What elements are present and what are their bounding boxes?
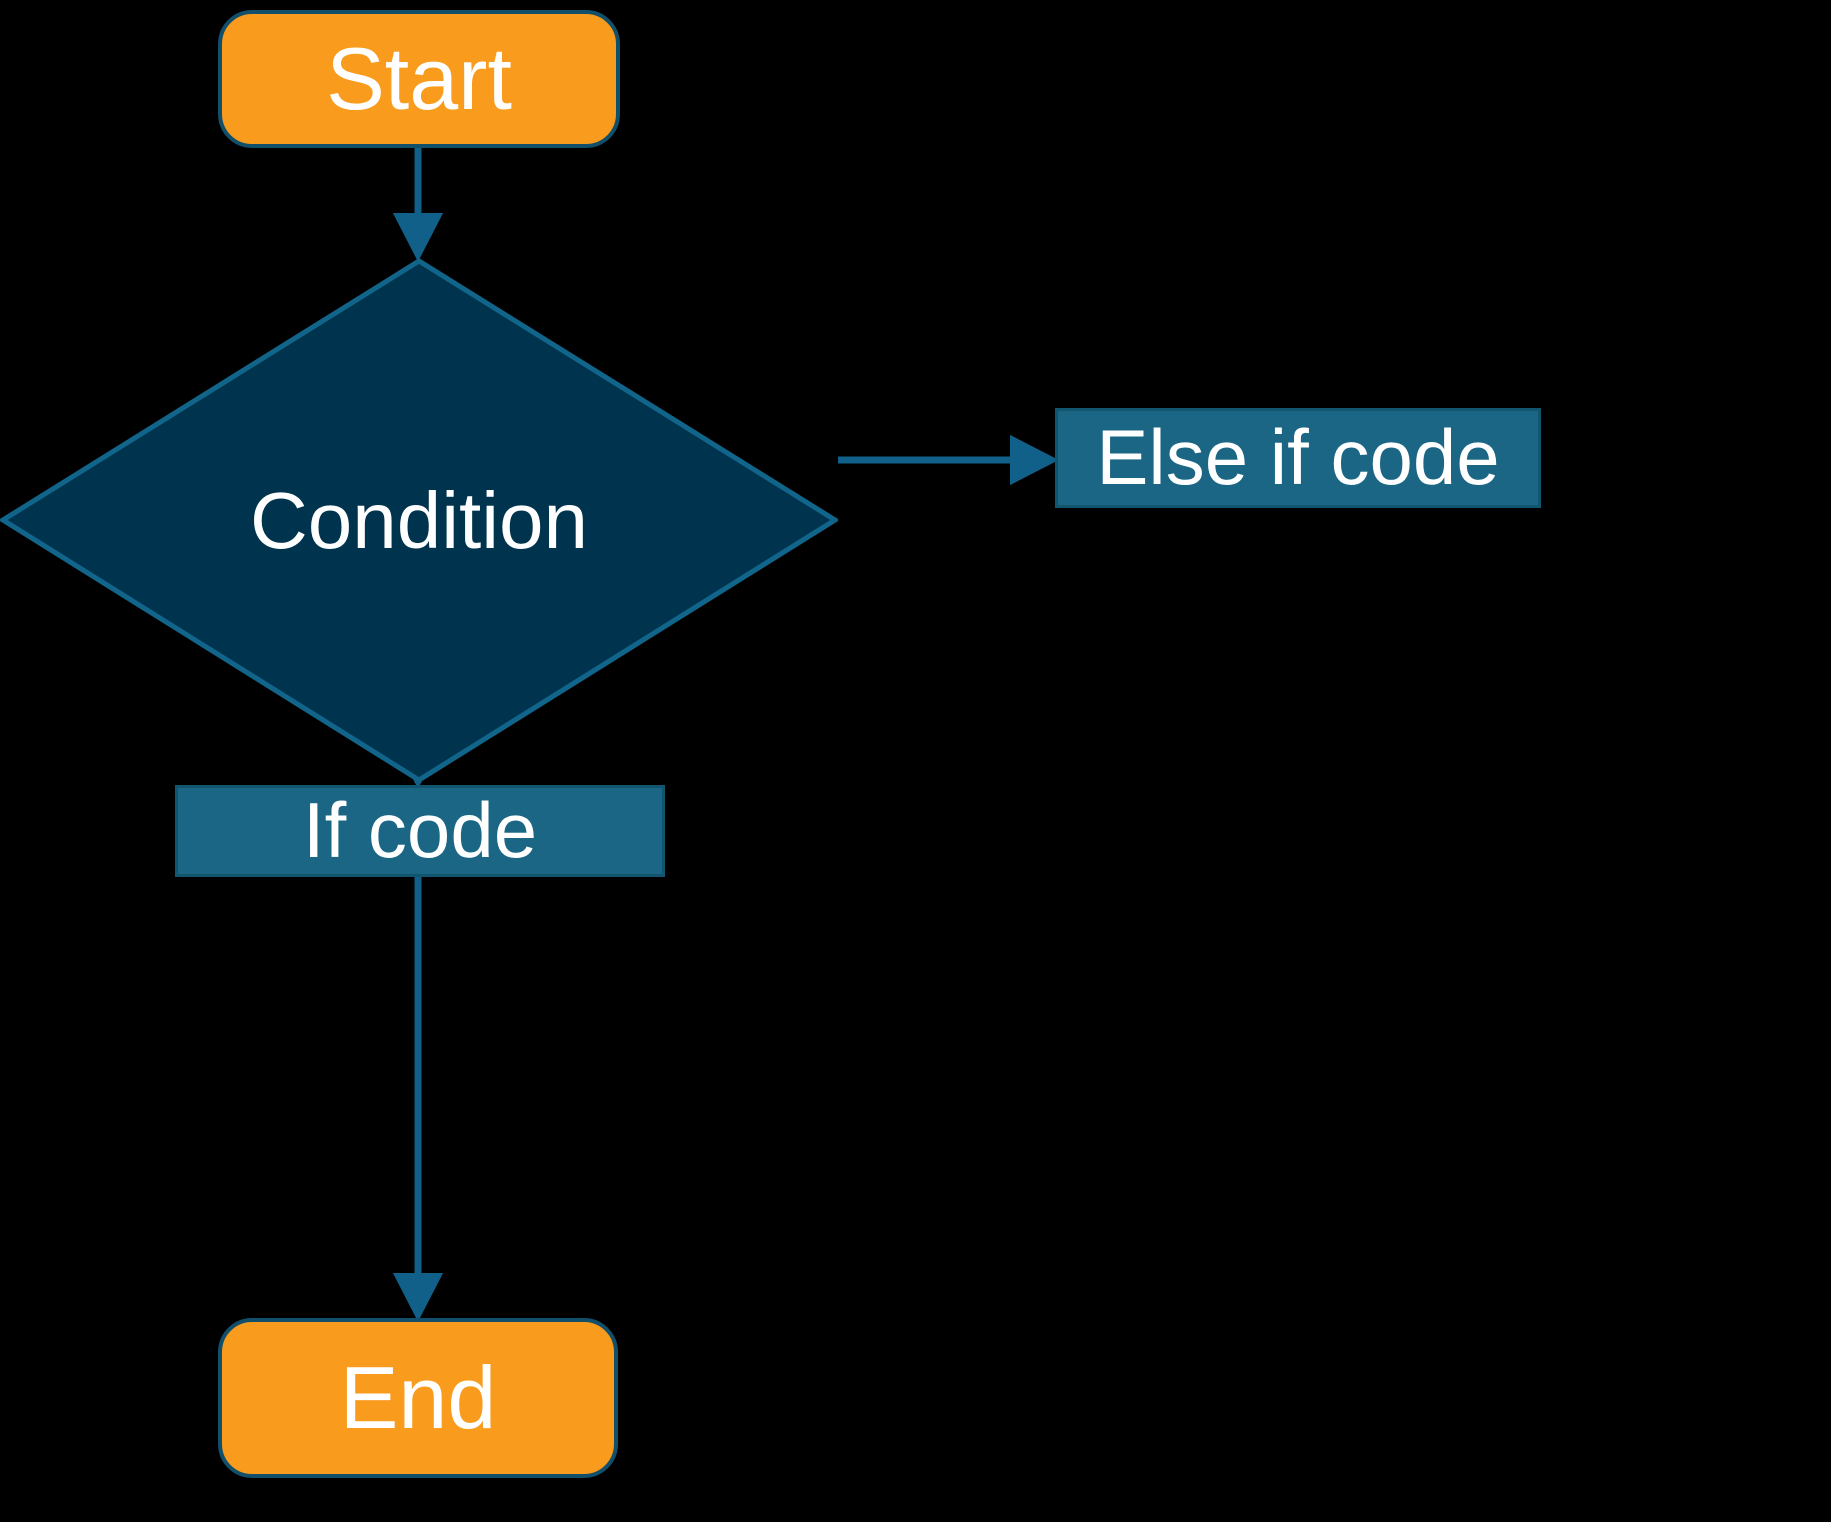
node-if-code[interactable]: If code — [175, 785, 665, 877]
node-if-code-label: If code — [302, 786, 538, 875]
node-end-label: End — [339, 1347, 497, 1447]
node-condition-label: Condition — [249, 475, 588, 565]
node-end[interactable]: End — [218, 1318, 618, 1478]
node-else-if-code-label: Else if code — [1096, 413, 1500, 502]
condition-diamond-shape — [0, 258, 838, 783]
node-start-label: Start — [326, 28, 512, 128]
node-start[interactable]: Start — [218, 10, 620, 148]
node-condition[interactable]: Condition — [0, 258, 838, 783]
node-else-if-code[interactable]: Else if code — [1055, 408, 1541, 508]
